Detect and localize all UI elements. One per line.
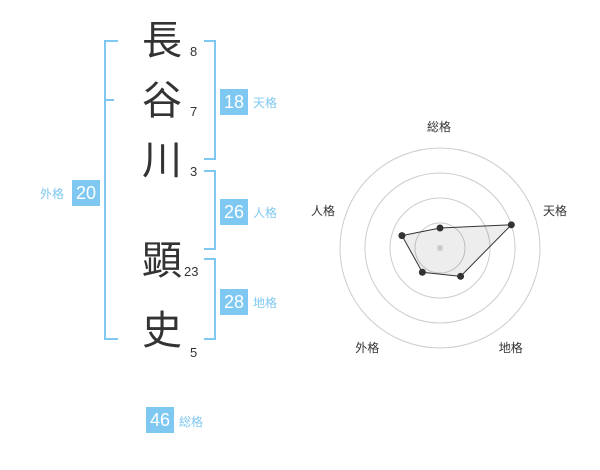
radar-ring-1	[414, 222, 466, 274]
jinkaku-label: 人格	[253, 206, 278, 220]
radar-ring-4	[339, 147, 541, 349]
soukaku-value: 46	[146, 407, 174, 433]
radar-axis-label-1: 総格	[427, 120, 452, 134]
radar-ring-3	[364, 172, 516, 324]
radar-axis-label-4: 外格	[355, 340, 380, 355]
name-char-3: 川	[142, 138, 182, 184]
stroke-count-2: 7	[190, 104, 198, 119]
chikaku-bracket	[204, 258, 216, 340]
stroke-count-5: 5	[190, 345, 198, 360]
radar-point-3	[457, 272, 465, 280]
radar-point-5	[398, 232, 406, 240]
radar-axis-label-5: 人格	[310, 204, 335, 219]
name-char-4: 顕	[142, 238, 182, 284]
radar-point-1	[436, 224, 444, 232]
gaikaku-bracket-mid-tick	[104, 99, 114, 101]
stroke-count-1: 8	[190, 44, 198, 59]
name-char-2: 谷	[142, 78, 182, 124]
radar-polygon	[401, 224, 513, 277]
name-char-1: 長	[142, 18, 182, 64]
tenkaku-label: 天格	[253, 96, 278, 110]
radar-point-2	[507, 221, 515, 229]
jinkaku-value: 26	[220, 199, 248, 225]
radar-point-4	[418, 268, 426, 276]
gaikaku-bracket	[104, 40, 118, 340]
gaikaku-value: 20	[72, 180, 100, 206]
tenkaku-bracket	[204, 40, 216, 160]
stroke-count-4: 23	[184, 264, 199, 279]
radar-axis-label-2: 天格	[543, 204, 568, 219]
radar-ring-2	[389, 197, 491, 299]
soukaku-label: 総格	[179, 415, 204, 429]
gaikaku-label: 外格	[40, 187, 65, 201]
radar-axis-label-3: 地格	[498, 340, 523, 355]
stroke-count-3: 3	[190, 164, 198, 179]
tenkaku-value: 18	[220, 89, 248, 115]
jinkaku-bracket	[204, 170, 216, 250]
radar-center-dot	[437, 245, 443, 251]
chikaku-value: 28	[220, 289, 248, 315]
name-char-5: 史	[142, 308, 182, 354]
chikaku-label: 地格	[253, 296, 278, 310]
